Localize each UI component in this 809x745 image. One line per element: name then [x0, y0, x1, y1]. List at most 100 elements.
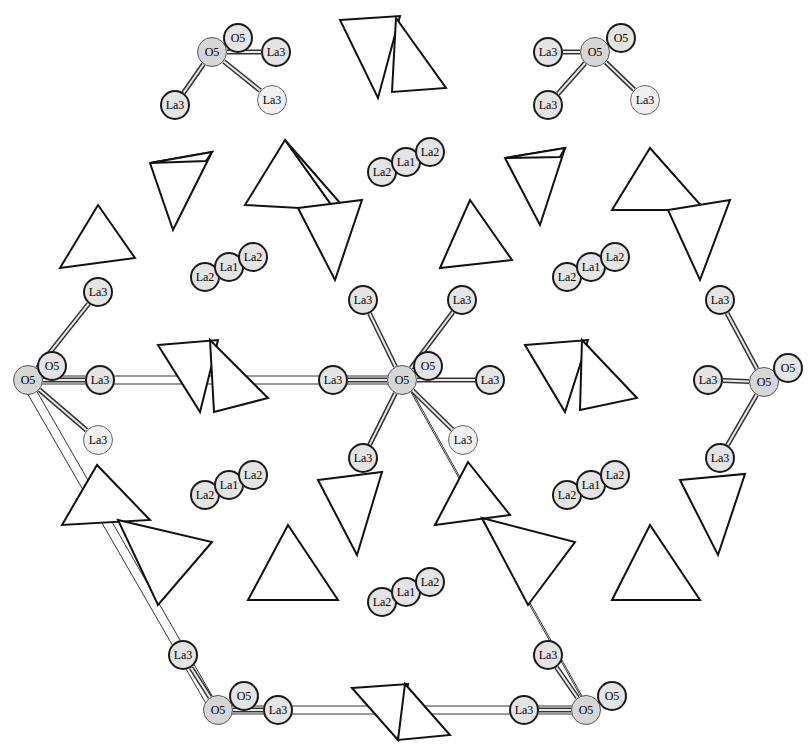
bond-line: [413, 391, 453, 430]
bond-outline: [723, 378, 749, 384]
atom-label: La3: [699, 374, 718, 386]
tetrahedron: [318, 472, 382, 555]
atom-circle: La3: [168, 640, 198, 670]
bond-core: [184, 64, 204, 92]
silicate-tetrahedra: [60, 16, 745, 740]
atom-circle: O5: [223, 23, 253, 53]
bond-outline: [370, 313, 396, 366]
tetrahedron: [668, 200, 730, 280]
atom-label: O5: [781, 362, 796, 374]
atom-label: O5: [421, 360, 436, 372]
atom-label: La2: [558, 489, 577, 501]
atom-label: La3: [263, 94, 282, 106]
bond-line: [728, 395, 757, 445]
bond-line: [723, 380, 749, 382]
bond-line: [39, 390, 86, 430]
atom-circle: La3: [509, 695, 539, 725]
atom-label: La3: [354, 294, 373, 306]
tetrahedron: [158, 340, 218, 412]
bond-core: [348, 379, 387, 381]
bond-outline: [184, 64, 204, 92]
atom-label: La3: [454, 434, 473, 446]
atom-label: O5: [588, 46, 603, 58]
unit-cell: [22, 376, 592, 714]
atom-circle: La3: [533, 90, 563, 120]
tetrahedron: [298, 200, 362, 280]
atom-label: La3: [453, 294, 472, 306]
atom-circle: La3: [261, 37, 291, 67]
tetrahedron: [392, 18, 446, 92]
bond-line: [370, 393, 396, 444]
atom-label: O5: [605, 690, 620, 702]
tetrahedron: [150, 152, 212, 230]
bond-core: [723, 380, 749, 383]
tetrahedron: [482, 518, 575, 605]
atom-label: La3: [481, 374, 500, 386]
atom-circle: La2: [600, 460, 630, 490]
atom-label: La2: [421, 576, 440, 588]
atom-label: La3: [711, 294, 730, 306]
tetrahedron: [60, 205, 135, 268]
atom-circle: La2: [238, 242, 268, 272]
bond-outline: [348, 378, 387, 383]
tetrahedron: [612, 148, 705, 210]
atom-label: La2: [244, 469, 263, 481]
atom-label: La2: [606, 251, 625, 263]
atom-circle: La3: [348, 285, 378, 315]
atom-label: La2: [196, 489, 215, 501]
tetrahedron: [118, 520, 212, 605]
atom-circle: O5: [229, 681, 259, 711]
atom-label: O5: [579, 704, 594, 716]
atom-label: O5: [231, 32, 246, 44]
atom-label: O5: [205, 46, 220, 58]
atom-label: La2: [558, 271, 577, 283]
atom-label: La1: [220, 261, 239, 273]
bond-line: [727, 313, 757, 369]
atom-label: La3: [269, 704, 288, 716]
atom-label: La3: [89, 434, 108, 446]
atom-circle: O5: [773, 353, 803, 383]
atom-circle: La3: [533, 37, 563, 67]
atom-label: La3: [539, 99, 558, 111]
atom-circle: La3: [83, 277, 113, 307]
bond-core: [727, 313, 757, 369]
atom-label: La1: [397, 586, 416, 598]
atom-label: O5: [211, 704, 226, 716]
bond-core: [39, 390, 86, 430]
bond-core: [557, 667, 578, 697]
unit-cell-outline: [28, 376, 586, 706]
atom-label: La3: [711, 452, 730, 464]
atom-circle: La3: [448, 425, 478, 455]
atom-label: La1: [582, 261, 601, 273]
atom-label: La1: [582, 479, 601, 491]
tetrahedron: [435, 462, 510, 525]
atom-circle: La3: [693, 365, 723, 395]
bond-outline: [606, 62, 634, 89]
bond-outline: [727, 313, 757, 369]
bond-outline: [191, 668, 210, 698]
tetrahedron: [245, 140, 335, 210]
atom-circle: La3: [85, 365, 115, 395]
atom-label: La2: [606, 469, 625, 481]
bond-outline: [39, 390, 86, 430]
atom-circle: La2: [415, 567, 445, 597]
bond-core: [563, 51, 580, 53]
tetrahedron: [210, 340, 268, 412]
atom-circle: La3: [263, 695, 293, 725]
atom-label: La3: [539, 649, 558, 661]
bond-line: [539, 710, 571, 711]
atom-circle: O5: [413, 351, 443, 381]
tetrahedron: [580, 340, 637, 410]
atom-label: La2: [196, 271, 215, 283]
bond-core: [191, 668, 210, 698]
atom-label: O5: [395, 374, 410, 386]
bond-outline: [563, 50, 580, 55]
atom-label: La3: [324, 374, 343, 386]
atom-circle: La3: [348, 443, 378, 473]
atom-label: O5: [237, 690, 252, 702]
bond-line: [606, 62, 634, 89]
bond-line: [184, 64, 204, 92]
atom-label: La3: [174, 649, 193, 661]
tetrahedron: [680, 474, 745, 555]
